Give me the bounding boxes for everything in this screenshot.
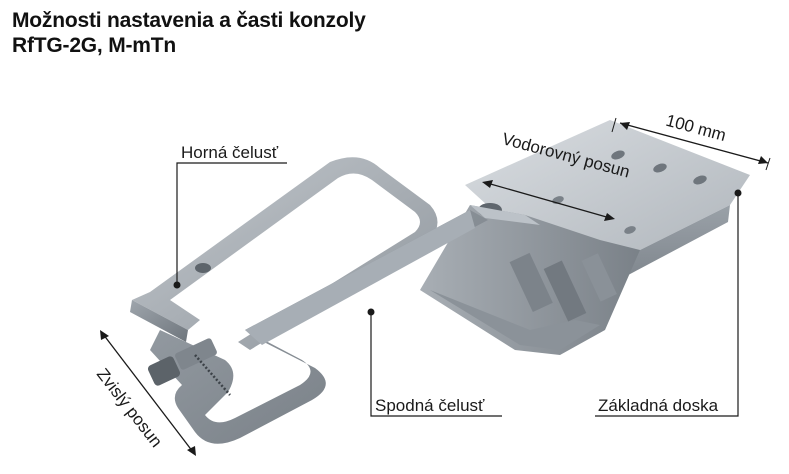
upper-jaw xyxy=(130,157,438,350)
base-plate-label: Základná doska xyxy=(598,396,719,415)
adjustment-bolt xyxy=(147,338,231,396)
page-title: Možnosti nastavenia a časti konzoly RfTG… xyxy=(12,8,366,58)
lower-jaw xyxy=(150,210,488,444)
lower-jaw-label: Spodná čelusť xyxy=(375,396,485,415)
base-plate-callout: Základná doska xyxy=(595,189,742,417)
title-line-1: Možnosti nastavenia a časti konzoly xyxy=(12,9,366,32)
lower-jaw-callout: Spodná čelusť xyxy=(367,308,502,417)
upper-jaw-label: Horná čelusť xyxy=(181,143,279,162)
title-line-2: RfTG-2G, M-mTn xyxy=(12,34,177,57)
width-dimension-label: 100 mm xyxy=(664,111,728,145)
slide-rail xyxy=(420,203,640,355)
upper-jaw-callout: Horná čelusť xyxy=(173,143,287,289)
